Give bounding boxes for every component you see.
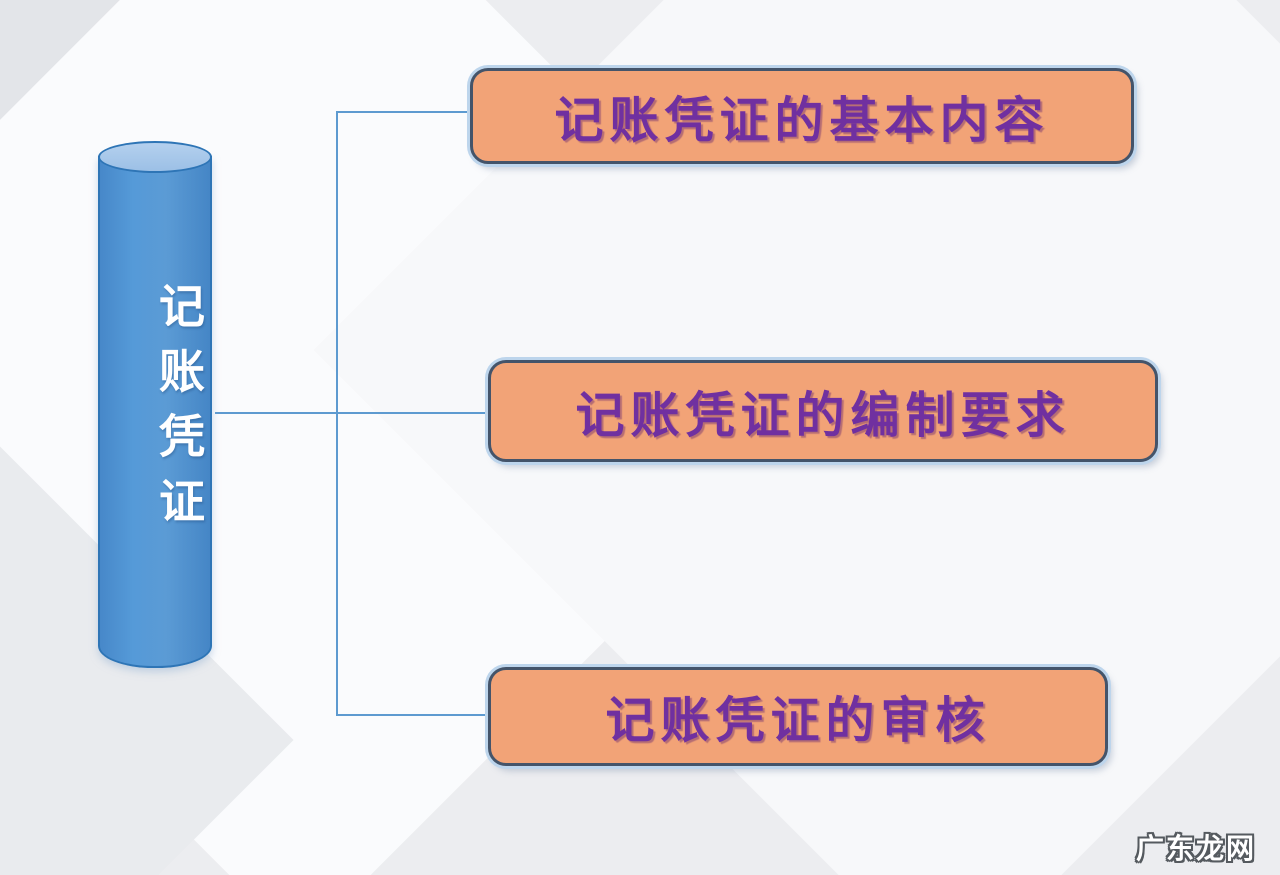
watermark: 广东龙网 xyxy=(1136,833,1257,864)
root-node-cylinder xyxy=(98,156,212,668)
branch-node-label: 记账凭证的审核 xyxy=(605,694,991,748)
root-node-label: 记账凭证 xyxy=(153,282,205,542)
connector-branch-1 xyxy=(336,111,472,113)
branch-node-preparation-requirements: 记账凭证的编制要求 xyxy=(488,360,1158,462)
branch-node-label: 记账凭证的基本内容 xyxy=(554,93,1050,148)
connector-spine xyxy=(336,111,338,716)
branch-node-label: 记账凭证的编制要求 xyxy=(575,388,1071,443)
branch-node-review: 记账凭证的审核 xyxy=(488,667,1108,766)
connector-branch-3 xyxy=(336,714,490,716)
branch-node-basic-content: 记账凭证的基本内容 xyxy=(470,68,1134,164)
connector-root-to-spine xyxy=(215,412,487,414)
cylinder-top-ellipse xyxy=(98,141,212,173)
